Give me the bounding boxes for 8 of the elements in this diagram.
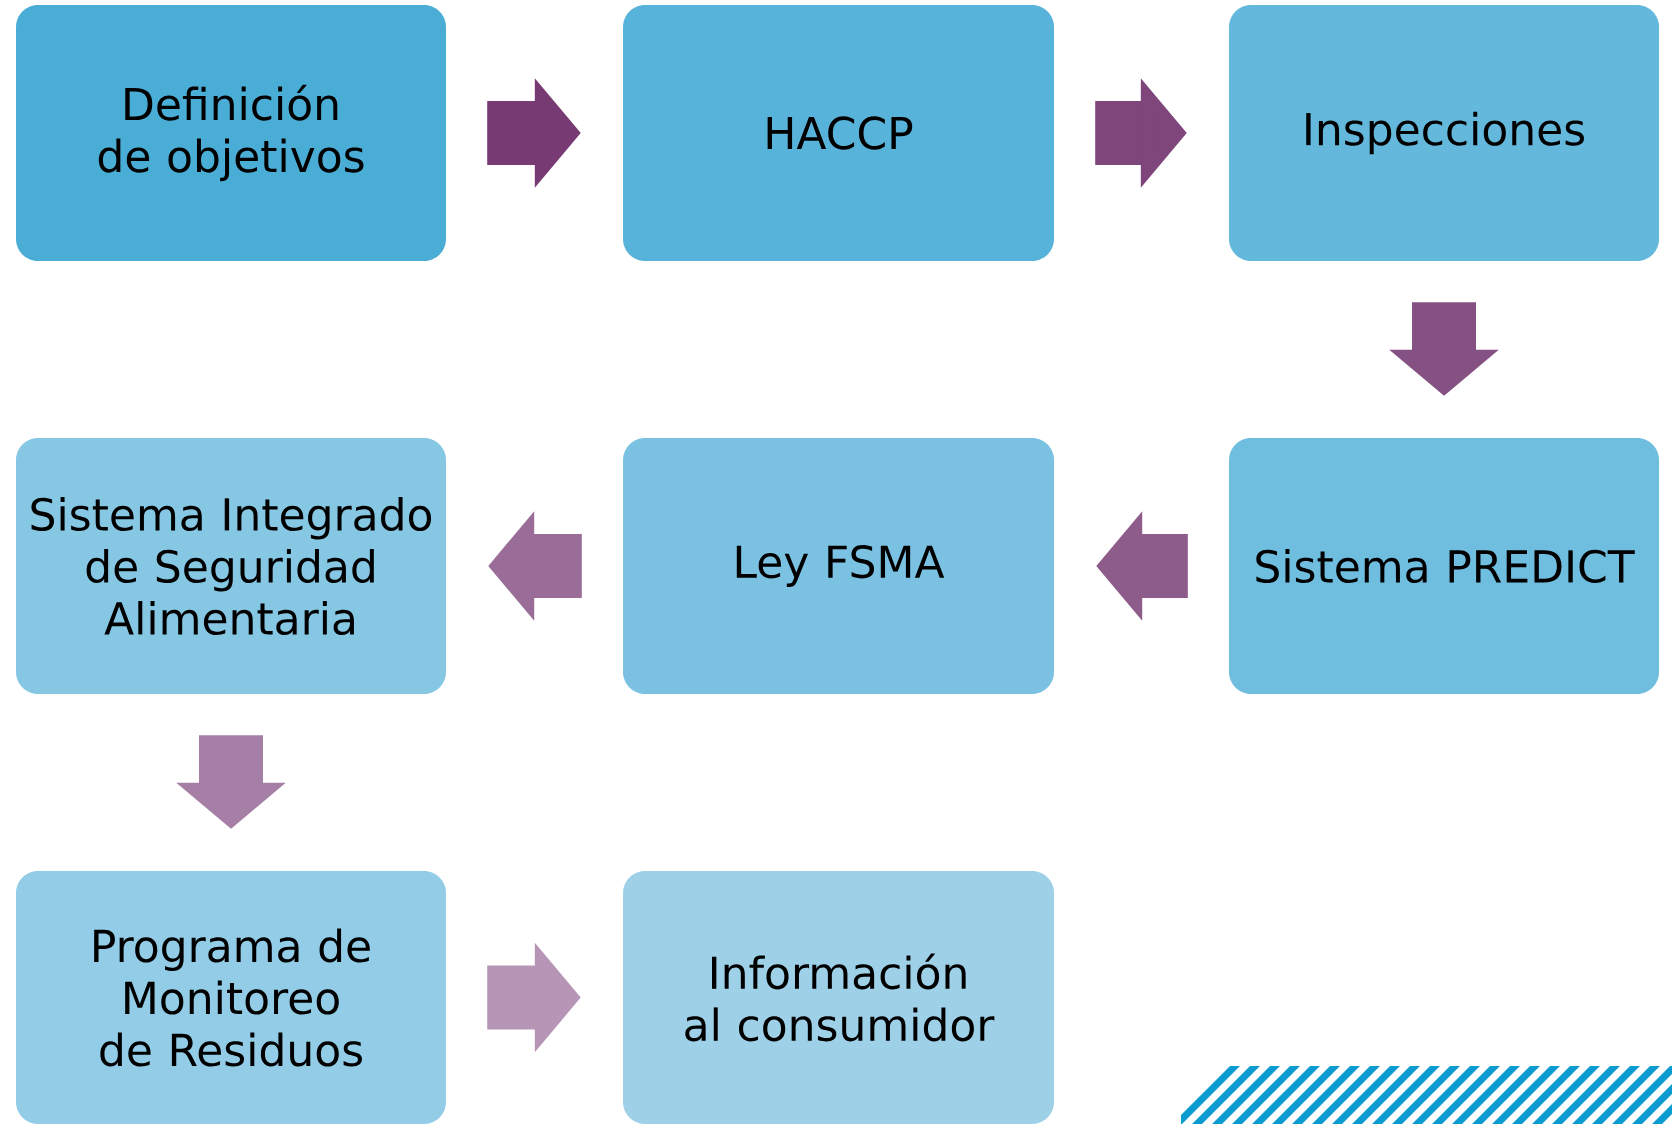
process-box: Definición de objetivos	[16, 5, 446, 261]
process-box: Sistema PREDICT	[1229, 438, 1659, 694]
process-box: Inspecciones	[1229, 5, 1659, 261]
process-box: Información al consumidor	[623, 871, 1054, 1124]
process-box: Programa de Monitoreo de Residuos	[16, 871, 446, 1124]
process-box: Sistema Integrado de Seguridad Alimentaria	[16, 438, 446, 694]
process-box: HACCP	[623, 5, 1054, 261]
process-box: Ley FSMA	[623, 438, 1054, 694]
